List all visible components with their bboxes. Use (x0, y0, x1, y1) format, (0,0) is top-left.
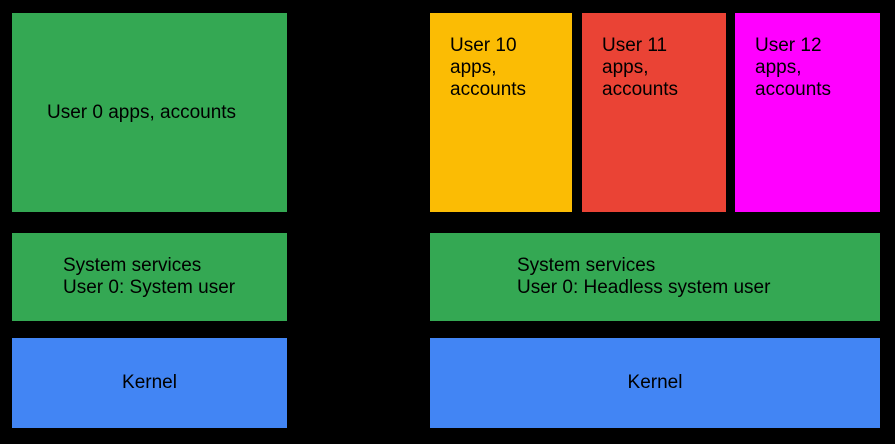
user10-apps-label: User 10 apps, accounts (450, 35, 527, 100)
user10-apps-box: User 10 apps, accounts (430, 13, 572, 212)
user11-apps-label: User 11 apps, accounts (602, 35, 679, 100)
kernel-box-left: Kernel (12, 338, 287, 428)
kernel-box-right: Kernel (430, 338, 880, 428)
system-services-right-line2: User 0: Headless system user (517, 277, 771, 298)
system-services-left-line2: User 0: System user (63, 277, 236, 298)
user0-apps-box: User 0 apps, accounts (12, 13, 287, 212)
kernel-left-label: Kernel (122, 372, 177, 393)
user11-apps-box: User 11 apps, accounts (582, 13, 726, 212)
kernel-right-label: Kernel (627, 372, 683, 393)
user0-apps-label: User 0 apps, accounts (47, 101, 237, 123)
user12-apps-box: User 12 apps, accounts (735, 13, 880, 212)
system-services-box-right: System services User 0: Headless system … (430, 233, 880, 321)
system-services-right-line1: System services (517, 255, 656, 276)
system-services-left-line1: System services (63, 255, 202, 276)
system-services-box-left: System services User 0: System user (12, 233, 287, 321)
user12-apps-label: User 12 apps, accounts (755, 35, 832, 100)
